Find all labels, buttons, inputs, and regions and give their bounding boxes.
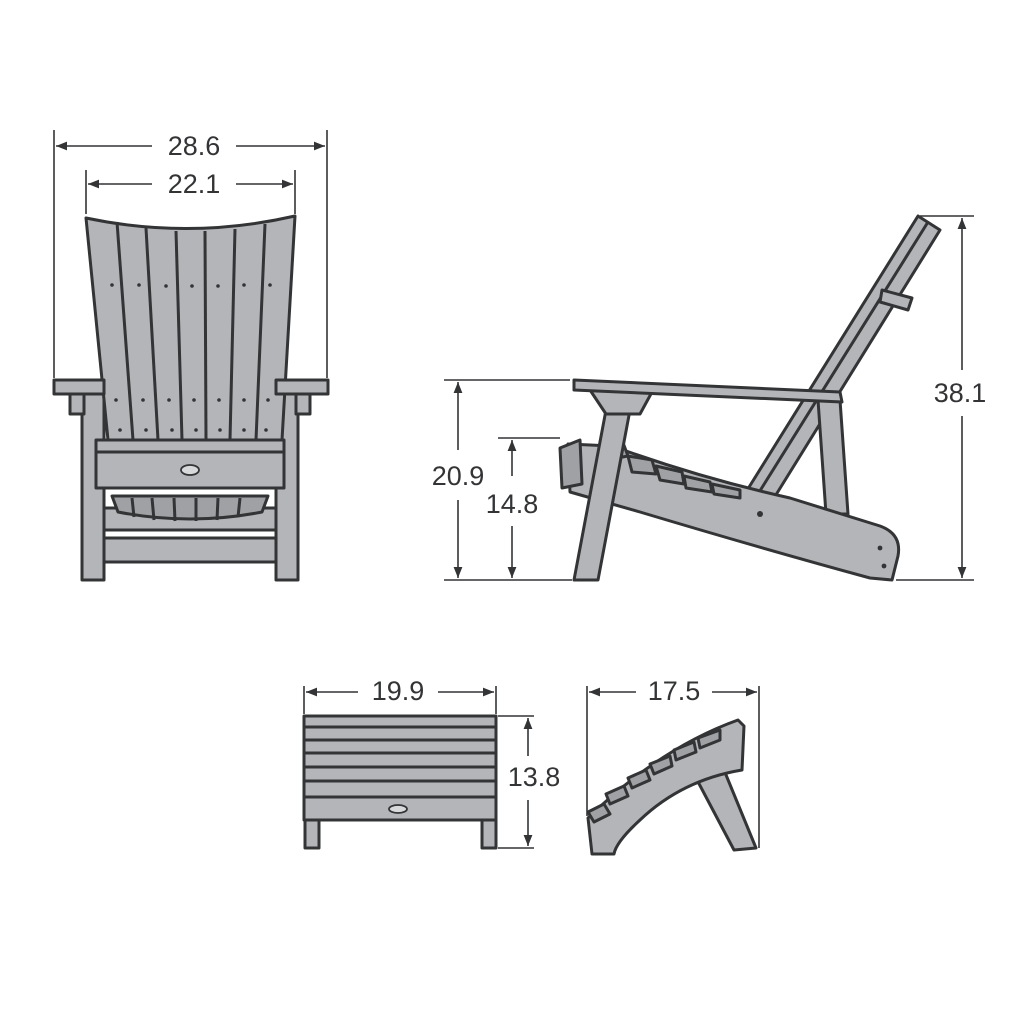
dimension-lines [53, 130, 974, 849]
chair-side-view [558, 214, 942, 582]
label-ottoman-height: 13.8 [508, 762, 561, 792]
label-chair-overall-width: 28.6 [168, 131, 221, 161]
brand-logo-plate [180, 464, 200, 476]
ottoman-front-left-leg [303, 816, 321, 850]
label-ottoman-width: 19.9 [372, 676, 425, 706]
chair-front-lower-rail [102, 536, 278, 564]
ottoman-front-right-leg [480, 816, 498, 850]
chair-front-back-panel [84, 214, 297, 442]
chair-side-front-cap [558, 438, 584, 490]
ottoman-side-view [586, 718, 758, 856]
chair-side-armrest [572, 378, 844, 404]
chair-front-seat-slats [110, 494, 270, 522]
chair-side-stringer [566, 442, 901, 582]
chair-front-armrests [52, 378, 330, 416]
ottoman-side-slats [586, 728, 722, 824]
chair-side-seat-slats [598, 438, 742, 500]
label-chair-back-width: 22.1 [168, 169, 221, 199]
label-chair-seat-height: 14.8 [486, 489, 539, 519]
dimension-labels: 28.6 22.1 20.9 14.8 38.1 19.9 13.8 17.5 [168, 131, 987, 792]
chair-side-rear-support [816, 398, 850, 516]
chair-side-back-clip [878, 288, 914, 312]
ottoman-logo-plate [388, 804, 408, 814]
chair-front-apron [94, 438, 286, 490]
label-chair-overall-height: 38.1 [934, 378, 987, 408]
chair-front-view [52, 214, 330, 582]
ottoman-front-view [302, 714, 498, 850]
ottoman-side-rear-leg [694, 768, 758, 852]
label-ottoman-depth: 17.5 [648, 676, 701, 706]
label-chair-arm-height: 20.9 [432, 461, 485, 491]
